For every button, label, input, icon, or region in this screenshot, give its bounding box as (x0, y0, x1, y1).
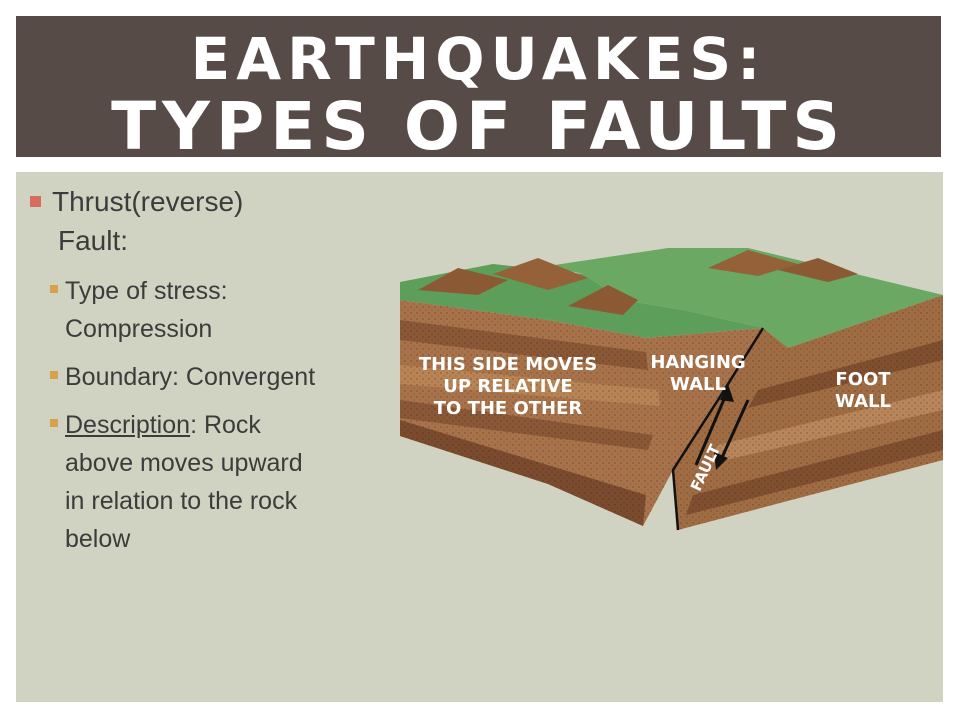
bullet-heading-line-2: Fault: (58, 225, 129, 256)
label-foot-line-2: WALL (835, 391, 891, 412)
fault-line (671, 327, 765, 531)
sub-bullet-list: Type of stress: Compression Boundary: Co… (50, 272, 410, 568)
description-rest: : Rock (190, 411, 261, 439)
up-arrow (694, 389, 730, 466)
sub-item-stress: Type of stress: Compression (50, 272, 410, 348)
label-hanging-line-2: WALL (670, 374, 726, 395)
sub-item-boundary: Boundary: Convergent (50, 358, 410, 396)
square-bullet-icon (50, 419, 58, 427)
hill (493, 258, 588, 290)
slide-title-line-2: TYPES OF FAULTS (111, 88, 846, 165)
description-label: Description (65, 411, 191, 439)
stress-line-1: Type of stress: (65, 277, 228, 305)
hill (418, 268, 508, 295)
square-bullet-icon (30, 196, 41, 207)
bullet-heading-line-1: Thrust(reverse) (52, 186, 244, 217)
label-left-line-3: TO THE OTHER (434, 398, 583, 419)
slide-title-line-1: EARTHQUAKES: (190, 25, 767, 93)
hanging-wall-face (400, 282, 763, 526)
up-arrow-head (720, 384, 734, 402)
foot-wall-face (673, 295, 943, 530)
description-line-4: below (65, 525, 131, 553)
hill (778, 258, 858, 282)
hill (708, 250, 798, 276)
label-hanging-line-1: HANGING (650, 352, 745, 373)
title-bar: EARTHQUAKES: TYPES OF FAULTS (16, 16, 941, 165)
square-bullet-icon (50, 371, 58, 379)
sub-item-description: Description: Rock above moves upward in … (50, 406, 410, 558)
bullet-thrust-fault: Thrust(reverse) Fault: (30, 182, 390, 260)
description-line-3: in relation to the rock (65, 487, 298, 515)
label-left-line-2: UP RELATIVE (443, 376, 572, 397)
thrust-fault-diagram: THIS SIDE MOVES UP RELATIVE TO THE OTHER… (400, 248, 943, 531)
down-arrow-head (714, 452, 728, 470)
boundary-text: Boundary: Convergent (65, 363, 316, 391)
hill (568, 285, 638, 315)
stress-line-2: Compression (65, 315, 213, 343)
description-line-2: above moves upward (65, 449, 303, 477)
square-bullet-icon (50, 285, 58, 293)
label-foot-line-1: FOOT (835, 369, 891, 390)
down-arrow (718, 399, 750, 463)
label-left-line-1: THIS SIDE MOVES (419, 354, 597, 375)
